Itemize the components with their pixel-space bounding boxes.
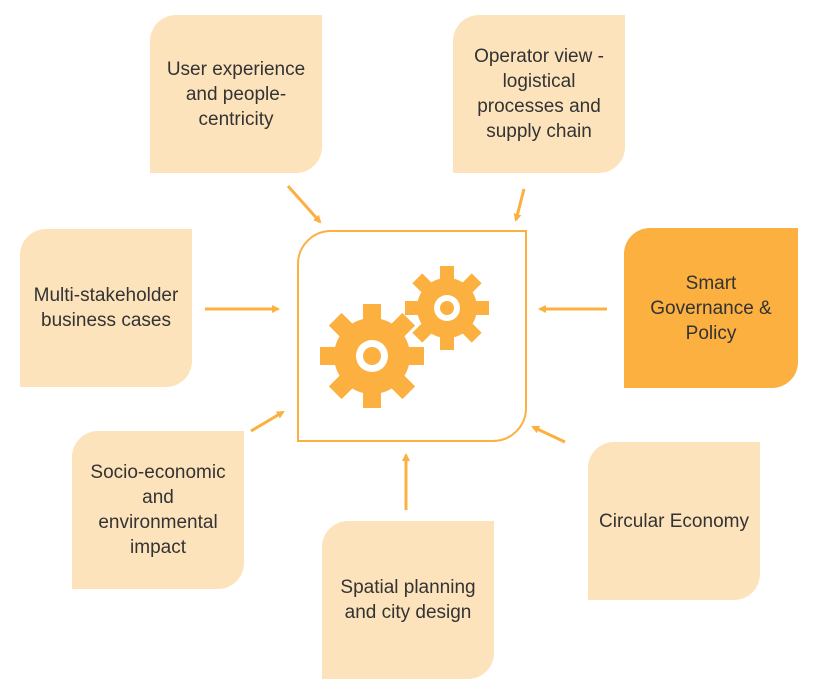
arrow-from-user-experience	[286, 185, 322, 224]
box-socio-economic-label: Socio-economic and environmental impact	[90, 462, 226, 558]
arrow-from-circular-economy	[531, 425, 566, 444]
box-circular-economy-label: Circular Economy	[599, 510, 749, 532]
center-frame	[297, 230, 527, 442]
box-spatial-planning: Spatial planning and city design	[322, 521, 494, 679]
arrow-from-operator-view	[513, 188, 526, 222]
box-smart-governance-label: Smart Governance & Policy	[650, 272, 772, 344]
box-circular-economy: Circular Economy	[588, 442, 760, 600]
arrow-from-socio-economic	[250, 410, 285, 433]
box-spatial-planning-label: Spatial planning and city design	[340, 577, 476, 623]
box-operator-view: Operator view - logistical processes and…	[453, 15, 625, 173]
box-operator-view-label: Operator view - logistical processes and…	[474, 46, 604, 142]
box-smart-governance: Smart Governance & Policy	[624, 228, 798, 388]
box-multi-stakeholder-label: Multi-stakeholder business cases	[33, 285, 179, 331]
box-multi-stakeholder: Multi-stakeholder business cases	[20, 229, 192, 387]
box-user-experience: User experience and people-centricity	[150, 15, 322, 173]
box-socio-economic: Socio-economic and environmental impact	[72, 431, 244, 589]
box-user-experience-label: User experience and people-centricity	[166, 58, 306, 130]
